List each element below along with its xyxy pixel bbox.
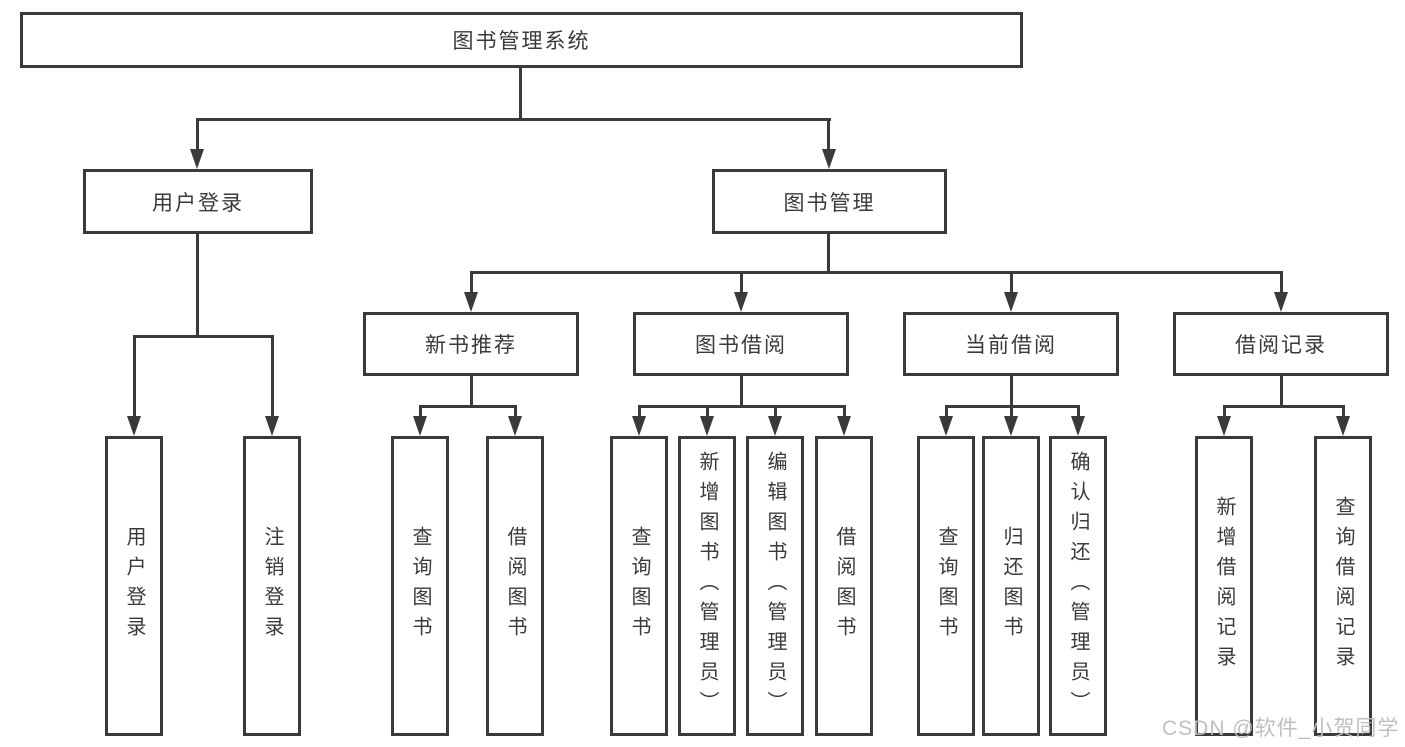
connector-line [1223,405,1226,418]
node-new-book-recommend: 新书推荐 [363,312,579,376]
connector-line [827,234,830,273]
leaf-edit-book-admin: 编辑图书（管理员） [746,436,804,736]
connector-line [638,405,641,418]
leaf-logout: 注销登录 [243,436,301,736]
connector-arrowhead [127,416,141,436]
node-root-label: 图书管理系统 [452,30,591,53]
node-book-management-label: 图书管理 [783,191,876,215]
connector-line [827,118,830,152]
connector-arrowhead [837,416,851,436]
connector-arrowhead [1004,292,1018,312]
connector-line [133,335,273,338]
connector-line [1223,405,1344,408]
node-root: 图书管理系统 [20,12,1023,68]
connector-arrowhead [190,149,204,169]
connector-line [1280,271,1283,295]
connector-line [271,335,274,418]
connector-line [945,405,948,418]
leaf-query-borrow-record: 查询借阅记录 [1314,436,1372,736]
connector-line [419,405,517,408]
leaf-query-books-current-label: 查询图书 [935,526,957,646]
connector-arrowhead [768,416,782,436]
connector-line [1077,405,1080,418]
leaf-add-borrow-record-label: 新增借阅记录 [1213,496,1235,676]
node-book-borrowing-label: 图书借阅 [695,334,787,357]
connector-arrowhead [632,416,646,436]
node-book-borrowing: 图书借阅 [633,312,849,376]
node-user-login-label: 用户登录 [152,191,244,215]
leaf-query-books-recommend-label: 查询图书 [409,526,431,646]
connector-line [1010,405,1013,418]
leaf-query-books-current: 查询图书 [917,436,975,736]
connector-arrowhead [413,416,427,436]
connector-line [1010,271,1013,295]
leaf-borrow-books-borrowing-label: 借阅图书 [833,526,855,646]
connector-arrowhead [508,416,522,436]
connector-line [843,405,846,418]
connector-arrowhead [265,416,279,436]
leaf-query-borrow-record-label: 查询借阅记录 [1332,496,1354,676]
connector-arrowhead [700,416,714,436]
connector-arrowhead [1004,416,1018,436]
leaf-confirm-return-admin: 确认归还（管理员） [1049,436,1107,736]
leaf-borrow-books-recommend-label: 借阅图书 [504,526,526,646]
connector-line [740,271,743,295]
connector-line [419,405,422,418]
leaf-user-login-label: 用户登录 [123,526,145,646]
node-new-book-recommend-label: 新书推荐 [425,334,517,357]
connector-arrowhead [939,416,953,436]
connector-arrowhead [822,149,836,169]
connector-arrowhead [464,292,478,312]
connector-line [196,118,831,121]
node-user-login: 用户登录 [83,169,313,234]
leaf-add-book-admin-label: 新增图书（管理员） [696,451,718,721]
connector-arrowhead [734,292,748,312]
connector-arrowhead [1274,292,1288,312]
leaf-add-borrow-record: 新增借阅记录 [1195,436,1253,736]
connector-line [470,376,473,407]
leaf-borrow-books-recommend: 借阅图书 [486,436,544,736]
node-borrow-records: 借阅记录 [1173,312,1389,376]
connector-line [133,335,136,418]
connector-line [638,405,845,408]
connector-line [196,118,199,152]
connector-arrowhead [1217,416,1231,436]
leaf-borrow-books-borrowing: 借阅图书 [815,436,873,736]
connector-line [740,376,743,407]
connector-line [196,234,199,337]
node-book-management: 图书管理 [712,169,947,234]
leaf-query-books-borrowing: 查询图书 [610,436,668,736]
leaf-edit-book-admin-label: 编辑图书（管理员） [764,451,786,721]
leaf-user-login: 用户登录 [105,436,163,736]
node-current-borrowing-label: 当前借阅 [965,334,1057,357]
connector-line [470,271,473,295]
connector-line [1010,376,1013,407]
connector-line [706,405,709,418]
connector-line [1280,376,1283,407]
connector-line [1342,405,1345,418]
leaf-confirm-return-admin-label: 确认归还（管理员） [1067,451,1089,721]
connector-line [519,68,522,120]
leaf-return-book-label: 归还图书 [1000,526,1022,646]
leaf-add-book-admin: 新增图书（管理员） [678,436,736,736]
csdn-watermark: CSDN @软件_小贺同学 [1162,717,1400,740]
leaf-query-books-recommend: 查询图书 [391,436,449,736]
connector-arrowhead [1336,416,1350,436]
leaf-return-book: 归还图书 [982,436,1040,736]
connector-line [470,271,1282,274]
connector-line [514,405,517,418]
leaf-query-books-borrowing-label: 查询图书 [628,526,650,646]
node-current-borrowing: 当前借阅 [903,312,1119,376]
connector-line [774,405,777,418]
leaf-logout-label: 注销登录 [261,526,283,646]
node-borrow-records-label: 借阅记录 [1235,334,1327,357]
connector-arrowhead [1071,416,1085,436]
